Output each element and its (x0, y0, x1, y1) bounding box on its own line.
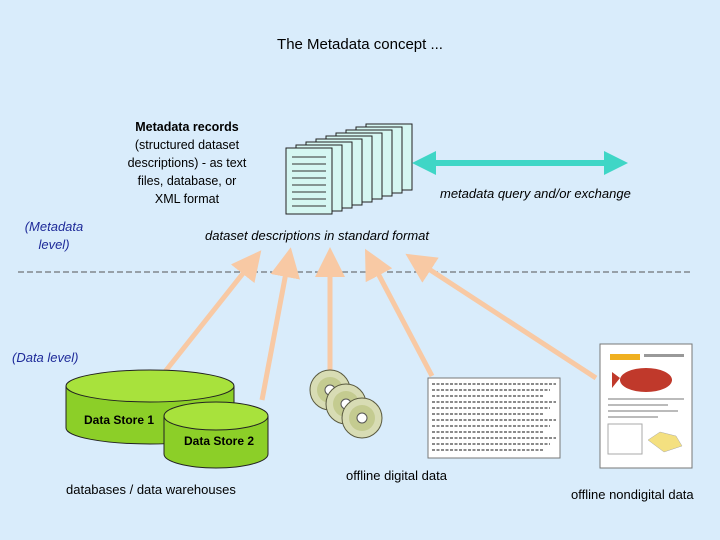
offline-digital-caption: offline digital data (346, 468, 447, 483)
records-line-4: XML format (154, 192, 220, 206)
data-store-2-cylinder (163, 401, 269, 469)
arrow-from-store-1 (158, 250, 262, 380)
data-store-1-label: Data Store 1 (84, 413, 155, 427)
records-line-1: (structured dataset (134, 138, 240, 152)
offline-nondigital-caption: offline nondigital data (571, 487, 694, 502)
arrow-from-paper (405, 253, 598, 381)
arrow-from-printout (365, 248, 435, 378)
upward-arrows (158, 247, 598, 401)
page-title: The Metadata concept ... (277, 36, 443, 53)
metadata-level-label: (Metadata level) (24, 219, 84, 252)
data-store-2-label: Data Store 2 (184, 434, 255, 448)
metadata-document (285, 147, 333, 215)
data-printout (427, 377, 561, 459)
records-heading: Metadata records (135, 120, 239, 134)
metadata-records-description: Metadata records (structured dataset des… (112, 118, 262, 208)
records-line-2: descriptions) - as text (127, 156, 247, 170)
cd-disc (341, 397, 383, 439)
data-level-label: (Data level) (12, 350, 79, 365)
metadata-document-stack (285, 123, 413, 215)
standard-format-label: dataset descriptions in standard format (205, 228, 430, 243)
query-exchange-label: metadata query and/or exchange (440, 186, 631, 201)
records-line-3: files, database, or (137, 174, 237, 188)
databases-caption: databases / data warehouses (66, 482, 236, 497)
paper-document (599, 343, 693, 469)
cd-discs (309, 369, 383, 439)
arrow-from-store-2 (259, 247, 300, 401)
